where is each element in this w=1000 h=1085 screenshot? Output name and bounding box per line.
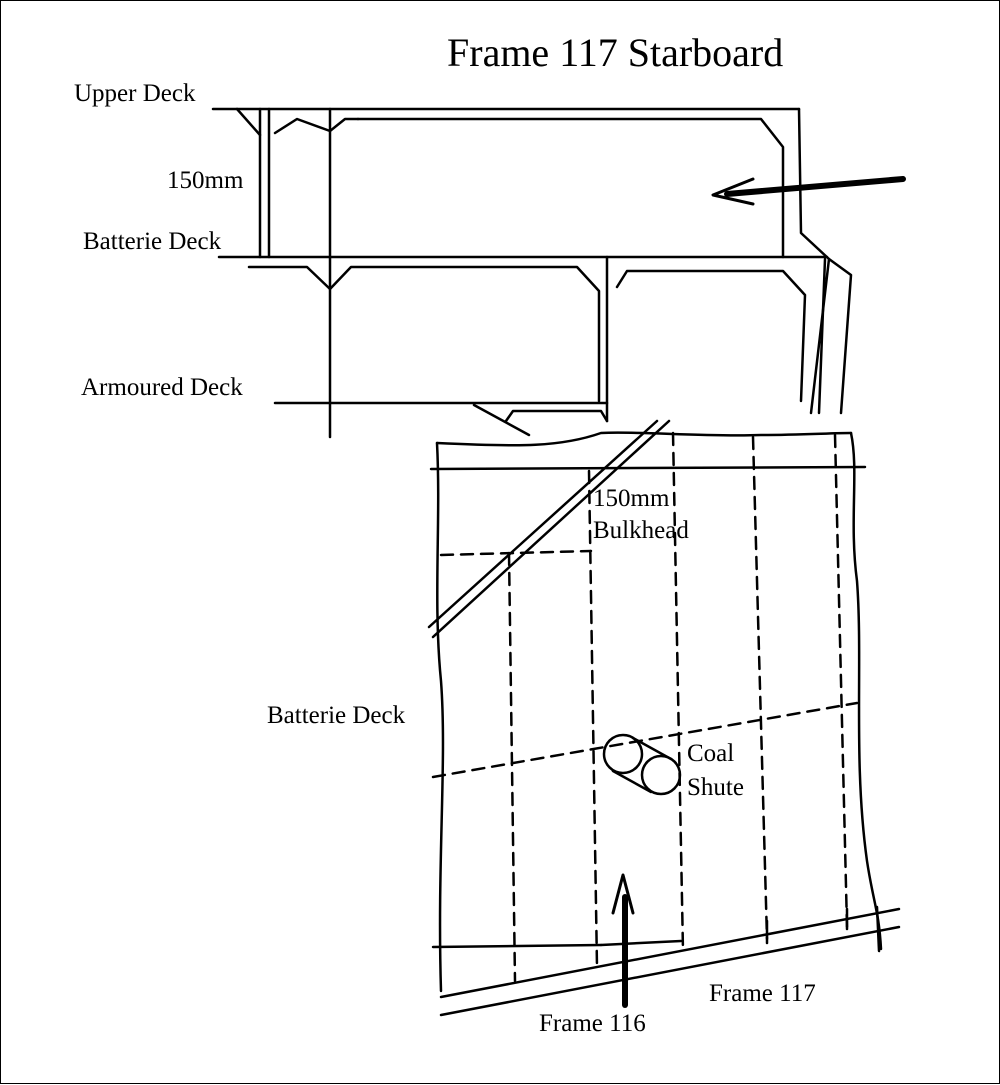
coal-shute-symbol: [602, 733, 682, 796]
armoured-deck-step: [504, 409, 609, 423]
coal-shute-circle-1: [602, 733, 644, 775]
cross-section-view: [211, 107, 906, 439]
dashed-frame-3: [671, 431, 685, 953]
deck-edge-bottom-1b: [599, 939, 683, 947]
upper-beam-box: [356, 117, 785, 259]
batterie-deck-plan-label: Batterie Deck: [267, 702, 406, 729]
frame-tick-3: [875, 905, 881, 953]
frame-116-label: Frame 116: [539, 1010, 646, 1037]
frame-117-label: Frame 117: [709, 980, 816, 1007]
armoured-deck-slope: [472, 403, 531, 437]
armoured-deck-label: Armoured Deck: [81, 374, 243, 401]
dashed-frame-2: [587, 469, 599, 969]
plan-left-edge: [435, 441, 445, 993]
dashed-frame-1: [507, 551, 517, 983]
dashed-frame-lines: [431, 431, 859, 983]
upper-deck-label: Upper Deck: [74, 80, 196, 107]
view-direction-arrow-head: [711, 177, 755, 206]
shute-label: Shute: [687, 774, 744, 801]
hull-side-inner: [817, 257, 827, 415]
coal-shute-side-2: [611, 769, 653, 794]
dashed-frame-4: [751, 435, 769, 941]
dashed-bulkhead-top: [439, 549, 593, 557]
hull-side-upper: [797, 107, 831, 415]
deck-edge-top: [429, 465, 867, 471]
lower-bracket-left: [247, 265, 601, 403]
dashed-frame-5: [833, 433, 849, 929]
bulkhead-line-2: [431, 419, 671, 639]
plan-right-edge: [849, 431, 883, 951]
diagram-title: Frame 117 Starboard: [447, 30, 784, 75]
bulkhead-line-1: [427, 419, 659, 629]
plan-view: [427, 419, 901, 1017]
coal-shute-side-1: [631, 736, 673, 761]
batterie-deck-label: Batterie Deck: [83, 228, 222, 255]
dashed-deck-cross: [431, 701, 859, 779]
frame-116-arrow-head: [611, 873, 635, 915]
coal-shute-circle-2: [640, 754, 682, 796]
upper-bracket-mid: [273, 117, 360, 135]
upper-bracket-left: [235, 107, 262, 137]
armour-thickness-label: 150mm: [167, 167, 244, 194]
frame-117-line-2: [439, 925, 901, 1017]
hull-side-upper-outer: [827, 257, 853, 415]
coal-label: Coal: [687, 740, 735, 767]
lower-beam-right: [615, 269, 807, 403]
view-direction-arrow-shaft: [724, 176, 906, 197]
deck-edge-bottom-1: [431, 943, 603, 949]
bulkhead-thickness-label: 150mm: [593, 485, 670, 512]
bulkhead-label: Bulkhead: [593, 517, 689, 544]
frame-117-line-1: [439, 907, 901, 999]
